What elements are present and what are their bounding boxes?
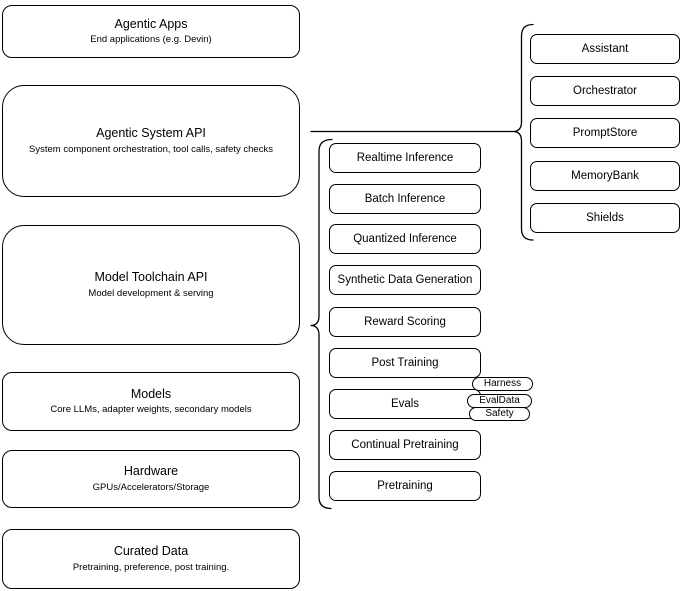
node-title: Models: [130, 386, 172, 401]
node-label: Continual Pretraining: [351, 439, 459, 451]
node-batch-inference: Batch Inference: [329, 184, 481, 214]
node-subtitle: Core LLMs, adapter weights, secondary mo…: [50, 404, 252, 416]
tag-label: EvalData: [479, 395, 520, 406]
node-label: PromptStore: [572, 127, 638, 139]
toolchain-brace: [310, 138, 333, 510]
node-title: Curated Data: [113, 544, 189, 559]
node-subtitle: End applications (e.g. Devin): [90, 34, 212, 46]
node-orchestrator: Orchestrator: [530, 76, 680, 106]
tag-evaldata: EvalData: [467, 394, 532, 408]
tag-label: Safety: [485, 408, 514, 419]
node-label: MemoryBank: [571, 170, 639, 182]
node-agentic-system-api: Agentic System API System component orch…: [2, 85, 300, 197]
node-memorybank: MemoryBank: [530, 161, 680, 191]
node-pretraining: Pretraining: [329, 471, 481, 501]
tag-label: Harness: [483, 378, 522, 389]
node-subtitle: GPUs/Accelerators/Storage: [92, 481, 210, 493]
node-label: Synthetic Data Generation: [337, 274, 473, 286]
node-assistant: Assistant: [530, 34, 680, 64]
node-continual-pretraining: Continual Pretraining: [329, 430, 481, 460]
node-quantized-inference: Quantized Inference: [329, 224, 481, 254]
node-curated-data: Curated Data Pretraining, preference, po…: [2, 529, 300, 589]
node-synthetic-data-generation: Synthetic Data Generation: [329, 265, 481, 295]
node-shields: Shields: [530, 203, 680, 233]
node-title: Agentic Apps: [114, 16, 188, 31]
node-realtime-inference: Realtime Inference: [329, 143, 481, 173]
node-post-training: Post Training: [329, 348, 481, 378]
tag-harness: Harness: [472, 377, 533, 391]
node-model-toolchain-api: Model Toolchain API Model development & …: [2, 225, 300, 345]
node-promptstore: PromptStore: [530, 118, 680, 148]
tag-safety: Safety: [469, 407, 530, 421]
node-title: Hardware: [123, 464, 179, 479]
node-label: Quantized Inference: [353, 233, 457, 245]
node-label: Post Training: [371, 357, 439, 369]
node-subtitle: Model development & serving: [88, 287, 214, 299]
node-subtitle: Pretraining, preference, post training.: [72, 561, 230, 573]
node-title: Agentic System API: [96, 126, 206, 141]
system-components-brace: [512, 23, 534, 241]
node-label: Orchestrator: [573, 85, 637, 97]
node-reward-scoring: Reward Scoring: [329, 307, 481, 337]
node-agentic-apps: Agentic Apps End applications (e.g. Devi…: [2, 5, 300, 58]
node-evals: Evals: [329, 389, 481, 419]
node-label: Evals: [390, 398, 420, 410]
node-label: Shields: [586, 212, 624, 224]
node-label: Realtime Inference: [356, 152, 454, 164]
node-label: Batch Inference: [364, 193, 446, 205]
node-subtitle: System component orchestration, tool cal…: [29, 143, 273, 155]
node-label: Pretraining: [377, 480, 433, 492]
node-models: Models Core LLMs, adapter weights, secon…: [2, 372, 300, 431]
node-title: Model Toolchain API: [94, 270, 208, 285]
node-hardware: Hardware GPUs/Accelerators/Storage: [2, 450, 300, 508]
node-label: Reward Scoring: [364, 316, 446, 328]
node-label: Assistant: [581, 43, 629, 55]
